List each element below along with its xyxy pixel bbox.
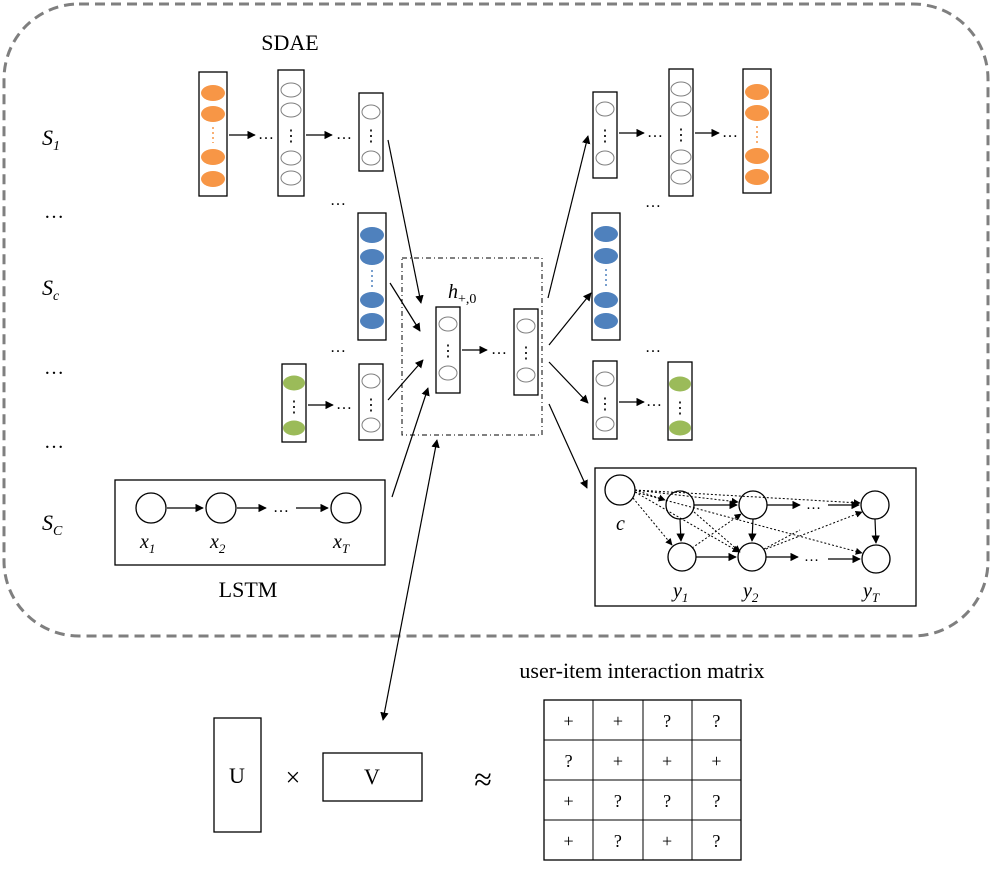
row-label-s1: S1 [42, 125, 60, 154]
matrix-cell-r0-c0: + [564, 711, 574, 731]
matrix-cell-r3-c0: + [564, 831, 574, 851]
decoder-sc-ellipsis-below: … [645, 339, 661, 356]
decoder-s1-ellipsis-below: … [645, 194, 661, 211]
encoder-sc-column [357, 212, 387, 341]
svg-text:⋮: ⋮ [363, 397, 379, 414]
decoder-s1-ellipsis-1: … [647, 124, 663, 141]
sequence-decoder-box: … … [594, 467, 917, 607]
svg-text:⋮: ⋮ [363, 128, 379, 145]
row-label-sc: Sc [42, 275, 60, 304]
matrix-cell-r1-c0: ? [565, 751, 573, 771]
times-symbol: × [286, 763, 301, 792]
decoder-green-ellipsis: … [646, 393, 662, 410]
matrix-cell-r3-c2: + [662, 831, 672, 851]
svg-text:…: … [273, 499, 289, 516]
matrix-cell-r3-c1: ? [614, 831, 622, 851]
interaction-matrix: + +??? + + + +??? +? +? [543, 699, 742, 861]
matrix-cell-r2-c0: + [564, 791, 574, 811]
row-label-sC: SC [42, 510, 63, 539]
encoder-s1-ellipsis-below: … [330, 192, 346, 209]
factor-u-box [213, 717, 262, 833]
svg-text:⋮: ⋮ [518, 345, 534, 362]
shared-hidden-column-1: ⋮ [435, 306, 461, 394]
svg-text:⋮: ⋮ [597, 396, 613, 413]
row-label-ellipsis-1: … [44, 201, 64, 223]
encoder-sc-ellipsis-below: … [330, 339, 346, 356]
sdae-title: SDAE [261, 30, 318, 55]
encoder-s1-input-column [198, 71, 228, 197]
encoder-s1-code-column: ⋮ [358, 92, 384, 172]
row-label-ellipsis-2: … [44, 357, 64, 379]
encoder-s1-hidden-column: ⋮ [277, 69, 305, 197]
encoder-green-code-column: ⋮ [358, 363, 384, 441]
outer-frame [2, 2, 990, 638]
factor-u-label: U [229, 763, 245, 788]
approx-symbol: ≈ [474, 761, 492, 797]
decoder-output-y1: y1 [671, 580, 688, 605]
svg-text:…: … [806, 497, 821, 513]
decoder-s1-ellipsis-2: … [722, 124, 738, 141]
decoder-sc-column [591, 212, 621, 341]
matrix-cell-r0-c3: ? [712, 711, 720, 731]
encoder-green-ellipsis: … [336, 396, 352, 413]
lstm-input-x2: x2 [209, 531, 226, 556]
decoder-output-y2: y2 [741, 580, 759, 605]
svg-text:⋮: ⋮ [283, 128, 299, 145]
encoder-s1-ellipsis-2: … [336, 126, 352, 143]
shared-hidden-label: h+,0 [448, 281, 476, 307]
svg-text:⋮: ⋮ [673, 127, 689, 144]
shared-hidden-ellipsis: … [491, 341, 507, 358]
decoder-green-output-column: ⋮ [667, 361, 693, 441]
matrix-cell-r1-c1: + [613, 751, 623, 771]
decoder-green-code-column: ⋮ [592, 360, 618, 440]
shared-hidden-box [401, 257, 543, 436]
matrix-cell-r2-c1: ? [614, 791, 622, 811]
decoder-output-yT: yT [861, 580, 880, 605]
lstm-label: LSTM [219, 577, 278, 602]
row-label-ellipsis-3: … [44, 431, 64, 453]
decoder-s1-output-column [742, 68, 772, 194]
lstm-input-xT: xT [332, 531, 350, 556]
matrix-title: user-item interaction matrix [519, 658, 764, 683]
svg-text:⋮: ⋮ [672, 400, 688, 417]
matrix-cell-r1-c2: + [662, 751, 672, 771]
lstm-box: … [114, 479, 386, 566]
matrix-cell-r0-c1: + [613, 711, 623, 731]
factor-v-label: V [364, 764, 380, 789]
matrix-cell-r2-c2: ? [663, 791, 671, 811]
context-label: c [616, 513, 625, 535]
svg-text:…: … [804, 549, 819, 565]
encoder-green-input-column: ⋮ [281, 363, 307, 443]
matrix-cell-r1-c3: + [711, 751, 721, 771]
decoder-s1-code-column: ⋮ [592, 91, 618, 179]
factor-v-box [322, 752, 423, 802]
svg-text:⋮: ⋮ [286, 399, 302, 416]
svg-text:⋮: ⋮ [440, 343, 456, 360]
decoder-s1-hidden-column: ⋮ [668, 68, 694, 197]
matrix-cell-r3-c3: ? [712, 831, 720, 851]
matrix-cell-r2-c3: ? [712, 791, 720, 811]
encoder-s1-ellipsis-1: … [258, 126, 274, 143]
matrix-cell-r0-c2: ? [663, 711, 671, 731]
shared-hidden-column-2: ⋮ [513, 308, 539, 396]
lstm-input-x1: x1 [139, 531, 155, 556]
svg-text:⋮: ⋮ [597, 128, 613, 145]
